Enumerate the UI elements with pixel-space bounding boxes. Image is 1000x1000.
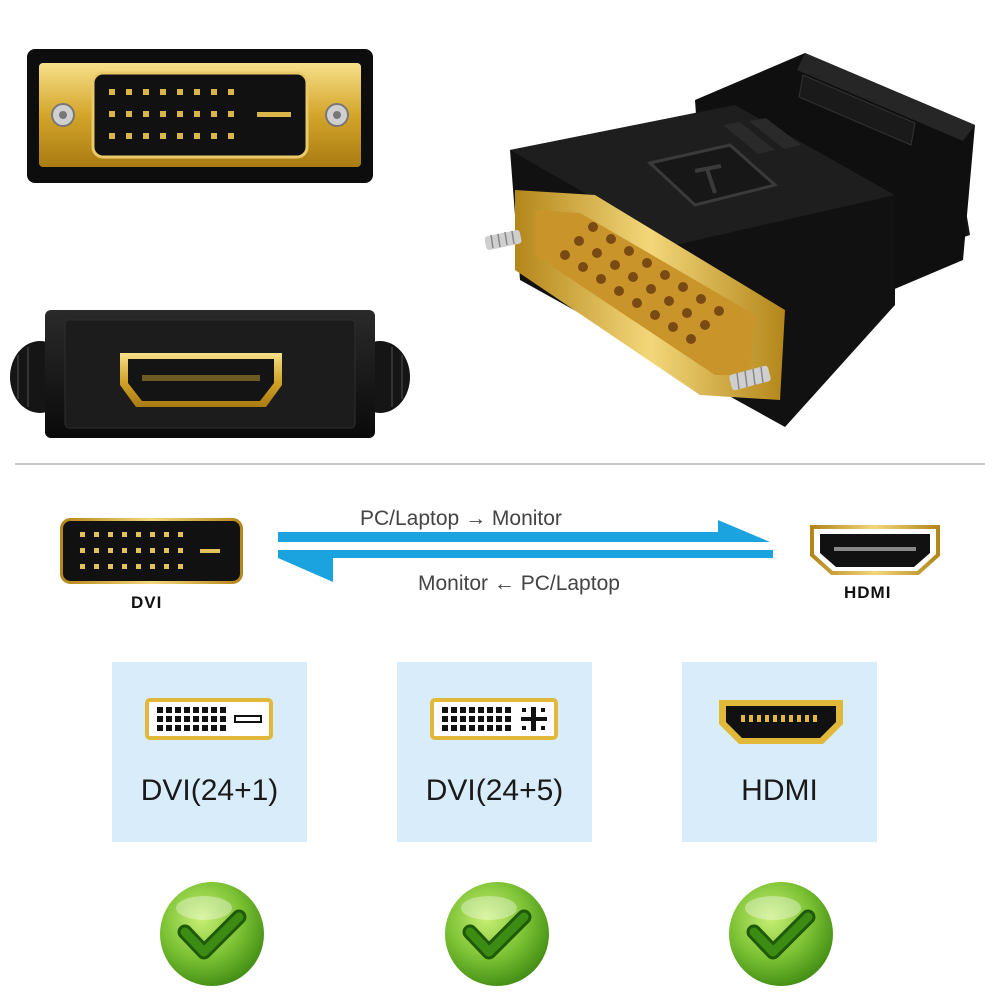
dvi-to-hdmi-adapter-photo xyxy=(485,53,975,427)
compat-label-dvi-24-1: DVI(24+1) xyxy=(140,774,279,807)
compat-card-hdmi: HDMI xyxy=(682,662,877,842)
compat-label-hdmi: HDMI xyxy=(741,774,818,807)
compat-card-dvi-24-1: DVI(24+1) xyxy=(112,662,307,842)
dvi-port-label: DVI xyxy=(131,593,163,612)
dvi-24-5-port-icon xyxy=(430,698,558,740)
hdmi-port-icon xyxy=(810,525,940,575)
reverse-arrow-icon xyxy=(278,550,773,582)
compat-label-dvi-24-5: DVI(24+5) xyxy=(425,774,564,807)
hdmi-port-label: HDMI xyxy=(844,583,892,602)
dvi-24-1-port-icon xyxy=(145,698,273,740)
reverse-direction-text: Monitor ← PC/Laptop xyxy=(418,572,620,595)
check-icon xyxy=(160,882,264,986)
compat-card-dvi-24-5: DVI(24+5) xyxy=(397,662,592,842)
dvi-connector-face-photo xyxy=(27,49,373,183)
dvi-port-icon xyxy=(60,518,243,584)
hdmi-port-icon xyxy=(719,700,843,744)
check-icon xyxy=(729,882,833,986)
hdmi-connector-face-photo xyxy=(10,310,410,438)
forward-arrow-icon xyxy=(278,520,770,542)
check-icon xyxy=(445,882,549,986)
section-divider xyxy=(15,463,985,465)
forward-direction-text: PC/Laptop → Monitor xyxy=(360,507,562,530)
